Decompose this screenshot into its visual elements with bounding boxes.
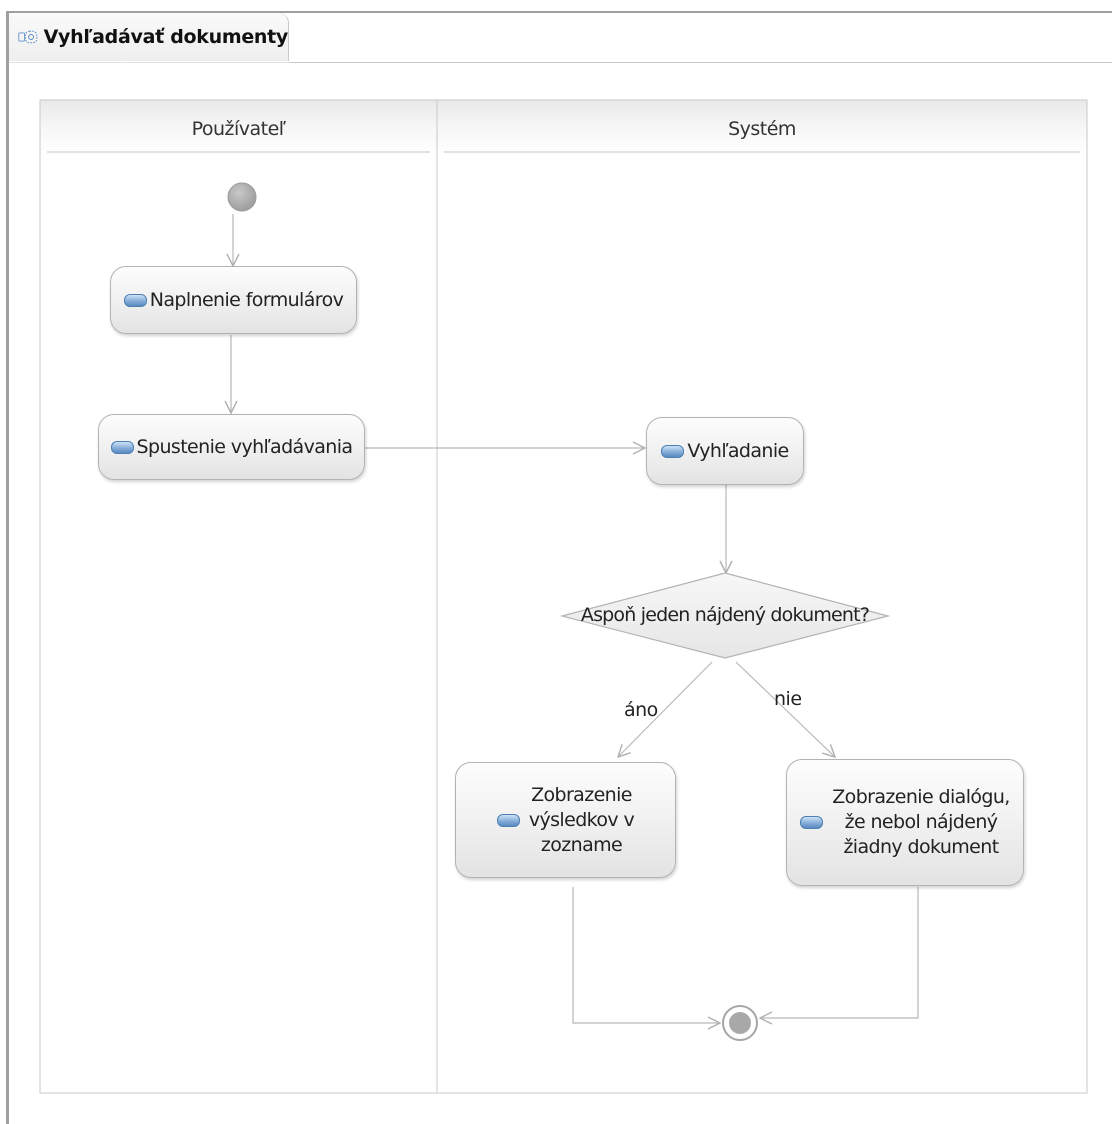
edge-decision-to-dialog — [735, 661, 835, 757]
action-search[interactable]: Vyhľadanie — [646, 417, 804, 485]
final-node[interactable] — [722, 1005, 758, 1041]
edges — [231, 214, 919, 1023]
tab-title: Vyhľadávať dokumenty — [43, 26, 289, 48]
editor-frame — [6, 11, 1112, 1124]
tab-underline — [9, 62, 289, 63]
action-icon — [661, 444, 685, 458]
swimlanes — [39, 99, 1088, 1094]
edge-label-no: nie — [774, 688, 802, 710]
action-icon — [496, 813, 520, 827]
action-icon — [800, 816, 824, 829]
edge-results-to-final — [572, 887, 720, 1023]
action-show-results[interactable]: Zobrazenie výsledkov v zozname — [455, 762, 676, 878]
action-start-search[interactable]: Spustenie vyhľadávania — [98, 414, 365, 480]
action-label: Zobrazenie dialógu, že nebol nájdený žia… — [832, 786, 1010, 858]
lane-title-user: Používateľ — [191, 118, 286, 140]
action-label: Vyhľadanie — [687, 440, 789, 462]
action-icon — [123, 293, 147, 307]
activity-diagram-icon — [18, 30, 38, 44]
action-show-dialog[interactable]: Zobrazenie dialógu, že nebol nájdený žia… — [786, 759, 1024, 886]
lane-header-bg — [40, 100, 1087, 156]
edge-label-yes: áno — [624, 699, 658, 721]
edge-decision-to-results — [618, 661, 713, 757]
action-label: Spustenie vyhľadávania — [136, 436, 354, 458]
action-icon — [110, 440, 134, 454]
initial-node[interactable] — [227, 182, 257, 212]
lane-title-system: Systém — [728, 118, 796, 140]
action-label: Zobrazenie výsledkov v zozname — [528, 783, 635, 856]
action-label: Naplnenie formulárov — [149, 289, 344, 311]
swimlane-frame — [39, 99, 1088, 1094]
decision-label: Aspoň jeden nájdený dokument? — [580, 604, 870, 626]
tab-diagram[interactable]: Vyhľadávať dokumenty — [9, 13, 289, 61]
decision-node[interactable] — [559, 572, 891, 659]
edge-dialog-to-final — [760, 887, 919, 1018]
tab-bar-divider — [289, 62, 1112, 63]
action-fill-forms[interactable]: Naplnenie formulárov — [110, 266, 357, 334]
